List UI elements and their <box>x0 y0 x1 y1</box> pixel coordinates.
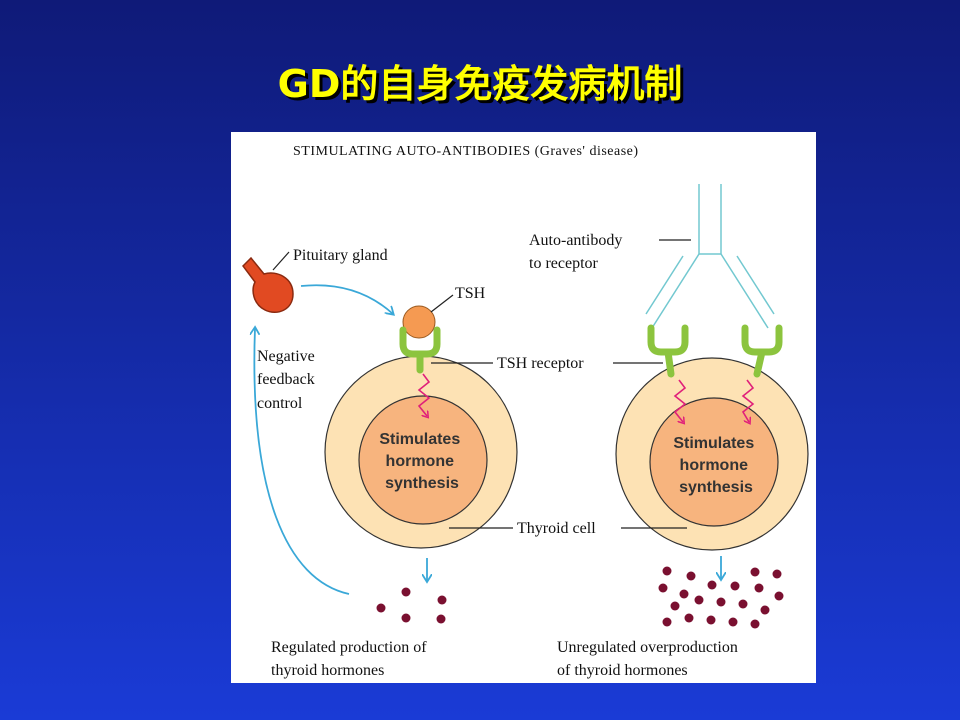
thyroid-cell-right-nucleus <box>649 397 779 527</box>
autoantibody-label: Auto-antibody to receptor <box>529 232 626 272</box>
negative-feedback-arrow <box>254 328 350 595</box>
tsh-receptor-right-a-arms <box>647 324 689 356</box>
negative-feedback-label: Negative feedback control <box>257 348 319 412</box>
tsh-receptor-right-b-arms <box>741 324 783 356</box>
stimulates-text-left: Stimulates hormone synthesis <box>379 431 464 492</box>
thyroid-cell-left-nucleus <box>358 395 488 525</box>
regulated-label: Regulated production of thyroid hormones <box>271 639 431 679</box>
figure-caption: STIMULATING AUTO-ANTIBODIES (Graves' dis… <box>293 144 639 159</box>
tsh-receptor-right-a-stem <box>664 348 675 378</box>
stimulates-text-right: Stimulates hormone synthesis <box>673 435 758 496</box>
hormone-dots-left <box>376 587 447 624</box>
tsh-ball <box>402 305 436 339</box>
unregulated-label: Unregulated overproduction of thyroid ho… <box>557 639 742 679</box>
pituitary-gland-shape <box>242 256 294 314</box>
tsh-receptor-label: TSH receptor <box>497 355 584 372</box>
auto-antibody <box>645 184 775 329</box>
graves-mechanism-figure: STIMULATING AUTO-ANTIBODIES (Graves' dis… <box>231 132 816 683</box>
hormone-dots-right <box>658 566 784 629</box>
tsh-receptor-right-b-stem <box>753 348 766 378</box>
diagram-canvas: STIMULATING AUTO-ANTIBODIES (Graves' dis… <box>242 144 809 679</box>
thyroid-cell-label: Thyroid cell <box>517 520 596 537</box>
tsh-label: TSH <box>455 285 486 302</box>
signal-squiggle-right-a <box>673 379 687 422</box>
slide-title: GD的自身免疫发病机制 <box>277 62 683 106</box>
tsh-leader-line <box>430 294 454 313</box>
signal-squiggle-left <box>417 373 431 416</box>
signal-squiggle-right-b <box>741 379 755 422</box>
pituitary-to-tsh-arrow <box>300 284 393 314</box>
pituitary-leader-line <box>272 251 290 271</box>
pituitary-label: Pituitary gland <box>293 247 388 264</box>
